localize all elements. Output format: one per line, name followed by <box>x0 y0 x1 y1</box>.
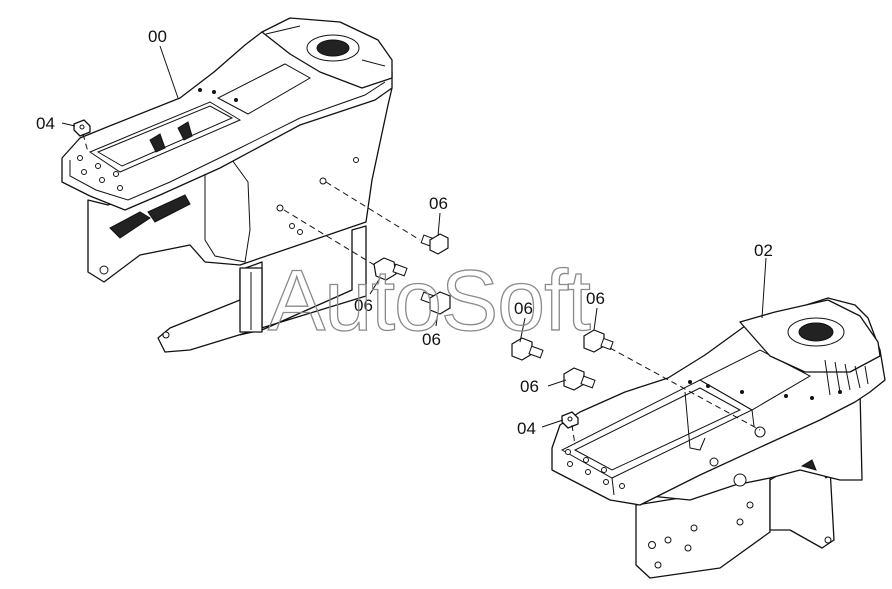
bolt-06-f <box>563 367 596 391</box>
clip-nut-04-lower <box>561 411 579 429</box>
callout-04-lower: 04 <box>517 419 536 438</box>
clip-nut-04-upper <box>73 119 91 137</box>
callout-06-c: 06 <box>422 330 441 349</box>
callout-06-e: 06 <box>586 289 605 308</box>
watermark: AutoSoft <box>268 253 591 349</box>
callout-06-b: 06 <box>354 296 373 315</box>
leader-lines <box>61 45 767 428</box>
callout-00: 00 <box>148 27 167 46</box>
callout-06-a: 06 <box>429 194 448 213</box>
callout-02: 02 <box>754 241 773 260</box>
callout-06-f: 06 <box>520 377 539 396</box>
callout-04-upper: 04 <box>36 114 55 133</box>
callout-labels: 00 02 04 04 06 06 06 06 06 06 <box>36 27 773 438</box>
callout-06-d: 06 <box>514 299 533 318</box>
console-assembly-00 <box>61 17 393 353</box>
assembly-lines <box>82 133 761 446</box>
bolt-06-a <box>420 233 449 255</box>
console-assembly-02 <box>551 297 886 579</box>
bolt-06-d <box>511 337 544 361</box>
bolt-06-c <box>420 291 451 315</box>
bolt-06-b <box>373 257 408 281</box>
bolt-06-e <box>583 329 614 353</box>
